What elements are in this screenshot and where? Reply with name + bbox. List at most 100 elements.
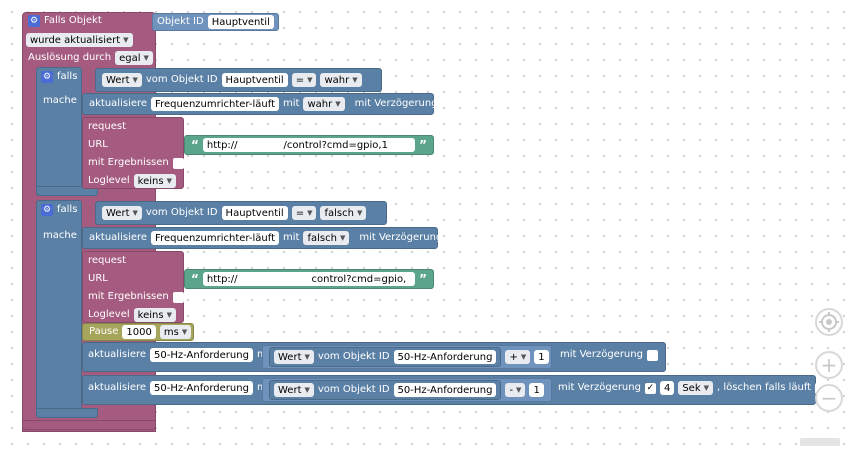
math-number-field[interactable]: 1 <box>534 350 549 364</box>
quote-close-icon: ” <box>419 138 427 152</box>
clear-if-running-label: , löschen falls läuft <box>717 382 812 393</box>
object-id-block[interactable]: Objekt ID Hauptventil <box>152 13 279 31</box>
event-header: ⚙ Falls Objekt <box>28 14 102 28</box>
value-object-field[interactable]: 50-Hz-Anforderung <box>393 350 497 364</box>
request-title: request <box>88 121 127 132</box>
redacted-address <box>237 273 312 285</box>
value-block[interactable]: Wert▼ vom Objekt ID 50-Hz-Anforderung <box>269 380 502 400</box>
update-value-dropdown[interactable]: wahr▼ <box>303 97 345 111</box>
if-block-1-bottom <box>36 186 98 196</box>
value-prop-dropdown[interactable]: Wert▼ <box>274 383 314 397</box>
gear-icon[interactable]: ⚙ <box>41 71 53 83</box>
falls-label: falls <box>57 71 78 82</box>
falls-label: falls <box>57 204 78 215</box>
cond-value-dropdown[interactable]: wahr▼ <box>320 73 362 87</box>
request-results-checkbox[interactable] <box>172 291 184 303</box>
condition-block-1[interactable]: Wert▼ vom Objekt ID Hauptventil =▼ wahr▼ <box>95 68 382 92</box>
update-delay-label: mit Verzögerung <box>558 382 641 393</box>
chevron-down-icon: ▼ <box>132 209 138 217</box>
request-results-label: mit Ergebnissen <box>88 291 169 302</box>
cause-label: Auslösung durch <box>28 52 112 63</box>
event-block-bottom <box>22 420 156 430</box>
cond-prop-dropdown[interactable]: Wert▼ <box>102 73 142 87</box>
request-url-label: URL <box>88 273 108 284</box>
trigger-dropdown[interactable]: wurde aktualisiert▼ <box>26 33 133 47</box>
plus-icon[interactable]: + <box>815 351 843 379</box>
crosshair-icon[interactable] <box>815 308 843 336</box>
quote-close-icon: ” <box>419 272 427 286</box>
update-label: aktualisiere <box>88 349 147 360</box>
update-block-2[interactable]: aktualisiere Frequenzumrichter-läuft mit… <box>82 227 442 249</box>
if-block-1[interactable] <box>36 67 82 195</box>
cond-op-dropdown[interactable]: =▼ <box>291 73 317 87</box>
request-url-label: URL <box>88 139 108 150</box>
url-text-block[interactable]: “ http:// control?cmd=gpio, ” <box>184 269 434 289</box>
value-prop-dropdown[interactable]: Wert▼ <box>274 350 314 364</box>
minus-icon[interactable]: − <box>815 384 843 412</box>
quote-open-icon: “ <box>191 272 199 286</box>
pause-block[interactable]: Pause 1000 ms▼ <box>82 323 194 341</box>
request-log-dropdown[interactable]: keins▼ <box>133 308 176 322</box>
delay-unit-dropdown[interactable]: Sek▼ <box>678 381 714 395</box>
math-block-plus[interactable]: Wert▼ vom Objekt ID 50-Hz-Anforderung +▼… <box>262 345 552 369</box>
gear-icon[interactable]: ⚙ <box>28 15 40 27</box>
math-op-dropdown[interactable]: -▼ <box>505 383 526 397</box>
chevron-down-icon: ▼ <box>166 177 172 185</box>
object-id-label: Objekt ID <box>157 16 204 27</box>
chevron-down-icon: ▼ <box>304 353 310 361</box>
trash-icon[interactable] <box>800 438 840 446</box>
cause-dropdown[interactable]: egal▼ <box>115 51 153 65</box>
pause-unit-dropdown[interactable]: ms▼ <box>159 325 192 339</box>
crosshair-icon-svg <box>819 312 839 332</box>
delay-time-field[interactable]: 4 <box>659 381 675 395</box>
update-object-field[interactable]: 50-Hz-Anforderung <box>150 348 253 362</box>
cond-from-label: vom Objekt ID <box>145 74 218 85</box>
update-object-field[interactable]: Frequenzumrichter-läuft <box>151 231 280 245</box>
chevron-down-icon: ▼ <box>304 386 310 394</box>
update-delay-checkbox[interactable]: ✓ <box>644 382 656 394</box>
update-object-field[interactable]: 50-Hz-Anforderung <box>150 381 253 395</box>
update-label: aktualisiere <box>89 98 148 109</box>
cond-object-field[interactable]: Hauptventil <box>221 206 288 220</box>
event-title: Falls Objekt <box>44 15 102 26</box>
update-value-dropdown[interactable]: falsch▼ <box>303 231 350 245</box>
cond-value-dropdown[interactable]: falsch▼ <box>320 206 367 220</box>
condition-block-2[interactable]: Wert▼ vom Objekt ID Hauptventil =▼ falsc… <box>95 201 387 225</box>
pause-value-field[interactable]: 1000 <box>122 325 156 339</box>
request-results-checkbox[interactable] <box>172 157 184 169</box>
chevron-down-icon: ▼ <box>166 311 172 319</box>
cond-op-dropdown[interactable]: =▼ <box>291 206 317 220</box>
redacted-address <box>237 139 284 151</box>
cond-prop-dropdown[interactable]: Wert▼ <box>102 206 142 220</box>
chevron-down-icon: ▼ <box>516 386 522 394</box>
if-block-2-bottom <box>36 408 98 418</box>
chevron-down-icon: ▼ <box>307 209 313 217</box>
math-block-minus[interactable]: Wert▼ vom Objekt ID 50-Hz-Anforderung -▼… <box>262 378 552 402</box>
chevron-down-icon: ▼ <box>356 209 363 217</box>
chevron-down-icon: ▼ <box>181 328 188 336</box>
value-block[interactable]: Wert▼ vom Objekt ID 50-Hz-Anforderung <box>269 347 502 367</box>
update-block-1[interactable]: aktualisiere Frequenzumrichter-läuft mit… <box>82 93 438 115</box>
url-field[interactable]: http:// /control?cmd=gpio, 1 <box>202 138 416 152</box>
update-delay-label: mit Verzögerung <box>560 349 643 360</box>
update-label: aktualisiere <box>89 232 148 243</box>
update-object-field[interactable]: Frequenzumrichter-läuft <box>151 97 280 111</box>
cond-from-label: vom Objekt ID <box>145 207 218 218</box>
math-op-dropdown[interactable]: +▼ <box>505 350 531 364</box>
url-text-block[interactable]: “ http:// /control?cmd=gpio, 1 ” <box>184 135 434 155</box>
gear-icon[interactable]: ⚙ <box>41 204 53 216</box>
update-label: aktualisiere <box>88 382 147 393</box>
value-from-label: vom Objekt ID <box>317 384 390 395</box>
math-number-field[interactable]: 1 <box>529 383 544 397</box>
cond-object-field[interactable]: Hauptventil <box>221 73 288 87</box>
update-delay-label: mit Verzögerung <box>359 232 443 243</box>
update-delay-checkbox[interactable] <box>646 349 658 361</box>
chevron-down-icon: ▼ <box>703 384 710 392</box>
chevron-down-icon: ▼ <box>339 234 346 242</box>
if-block-2[interactable] <box>36 200 82 418</box>
object-id-field[interactable]: Hauptventil <box>207 15 274 29</box>
request-log-dropdown[interactable]: keins▼ <box>133 174 176 188</box>
url-field[interactable]: http:// control?cmd=gpio, <box>202 272 416 286</box>
pause-label: Pause <box>89 326 119 337</box>
value-object-field[interactable]: 50-Hz-Anforderung <box>393 383 497 397</box>
